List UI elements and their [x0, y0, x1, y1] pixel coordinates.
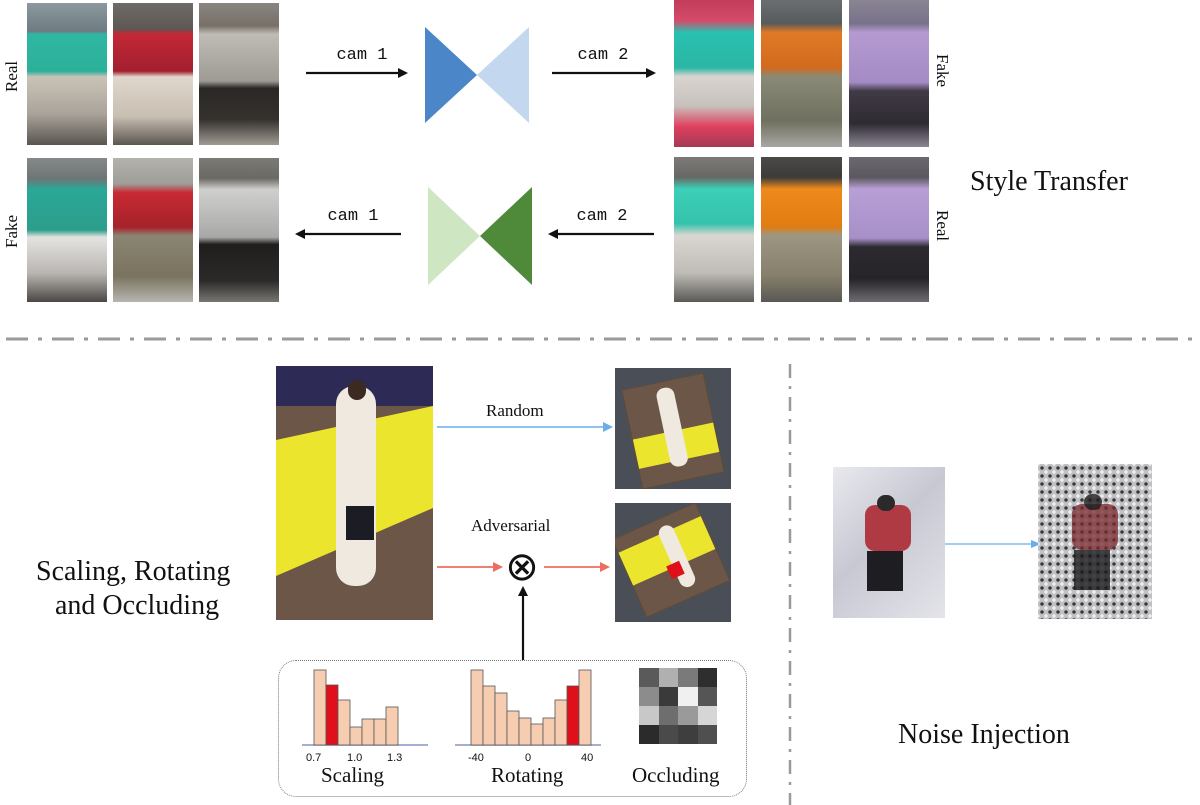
augmentation-title-line1: Scaling, Rotating [36, 556, 231, 587]
noise-injection-title: Noise Injection [898, 719, 1070, 750]
rotating-tick-0: -40 [468, 752, 484, 764]
style-transfer-title: Style Transfer [970, 166, 1128, 197]
random-arrow [437, 422, 613, 432]
adversarial-label: Adversarial [471, 516, 551, 535]
generator-blue-right-triangle [477, 27, 529, 123]
person-photo-real-4 [674, 157, 754, 302]
scaling-histogram [302, 669, 428, 746]
augmentation-policy-box [278, 660, 747, 797]
cam1-label-bottom: cam 1 [327, 207, 379, 226]
generator-blue-left-triangle [425, 27, 477, 123]
rotating-histogram [455, 669, 601, 746]
row-label-fake-bottom-left: Fake [2, 214, 21, 248]
cam2-label-top: cam 2 [577, 46, 629, 65]
noise-output-photo [1038, 464, 1152, 619]
person-photo-fake-1 [27, 158, 107, 302]
random-label: Random [486, 401, 544, 420]
person-photo-real-3 [199, 3, 279, 145]
cam1-arrow-bottom [295, 229, 401, 239]
generator-green-left-triangle [428, 187, 480, 285]
scaling-tick-2: 1.3 [387, 752, 403, 764]
section-divider-horizontal [6, 337, 1194, 341]
adversarial-output-photo [615, 503, 731, 622]
otimes-operator-icon: ⊗ [505, 544, 539, 589]
noise-arrow [945, 540, 1041, 548]
noise-input-photo [833, 467, 945, 618]
rotating-tick-1: 0 [525, 752, 532, 764]
cam1-arrow-top [306, 68, 408, 78]
adversarial-arrow-out [544, 562, 610, 572]
row-label-real-top-left: Real [2, 60, 21, 92]
cam1-label-top: cam 1 [336, 46, 388, 65]
generator-green-icon [428, 187, 532, 285]
person-photo-fake-4 [674, 0, 754, 147]
runner-photo [276, 366, 433, 620]
generator-green-right-triangle [480, 187, 532, 285]
row-label-real-bottom-right: Real [933, 210, 952, 242]
row-label-fake-top-right: Fake [933, 54, 952, 88]
scaling-tick-1: 1.0 [347, 752, 363, 764]
person-photo-fake-6 [849, 0, 929, 147]
adversarial-arrow-in [437, 562, 503, 572]
augmentation-title-line2: and Occluding [55, 590, 220, 621]
cam2-arrow-top [552, 68, 656, 78]
person-photo-real-1 [27, 3, 107, 145]
scaling-tick-0: 0.7 [306, 752, 322, 764]
occluding-grid [639, 668, 717, 744]
rotating-tick-2: 40 [581, 752, 594, 764]
person-photo-real-5 [761, 157, 842, 302]
person-photo-real-6 [849, 157, 929, 302]
person-photo-real-2 [113, 3, 193, 145]
person-photo-fake-3 [199, 158, 279, 302]
section-divider-vertical [788, 364, 792, 805]
rotating-label: Rotating [491, 763, 564, 787]
generator-blue-icon [425, 27, 529, 123]
person-photo-fake-5 [761, 0, 842, 147]
random-output-photo [615, 368, 731, 489]
person-photo-fake-2 [113, 158, 193, 302]
policy-arrow-up [518, 586, 528, 660]
scaling-label: Scaling [321, 763, 384, 787]
cam2-arrow-bottom [548, 229, 654, 239]
cam2-label-bottom: cam 2 [576, 207, 628, 226]
occluding-label: Occluding [632, 763, 720, 787]
